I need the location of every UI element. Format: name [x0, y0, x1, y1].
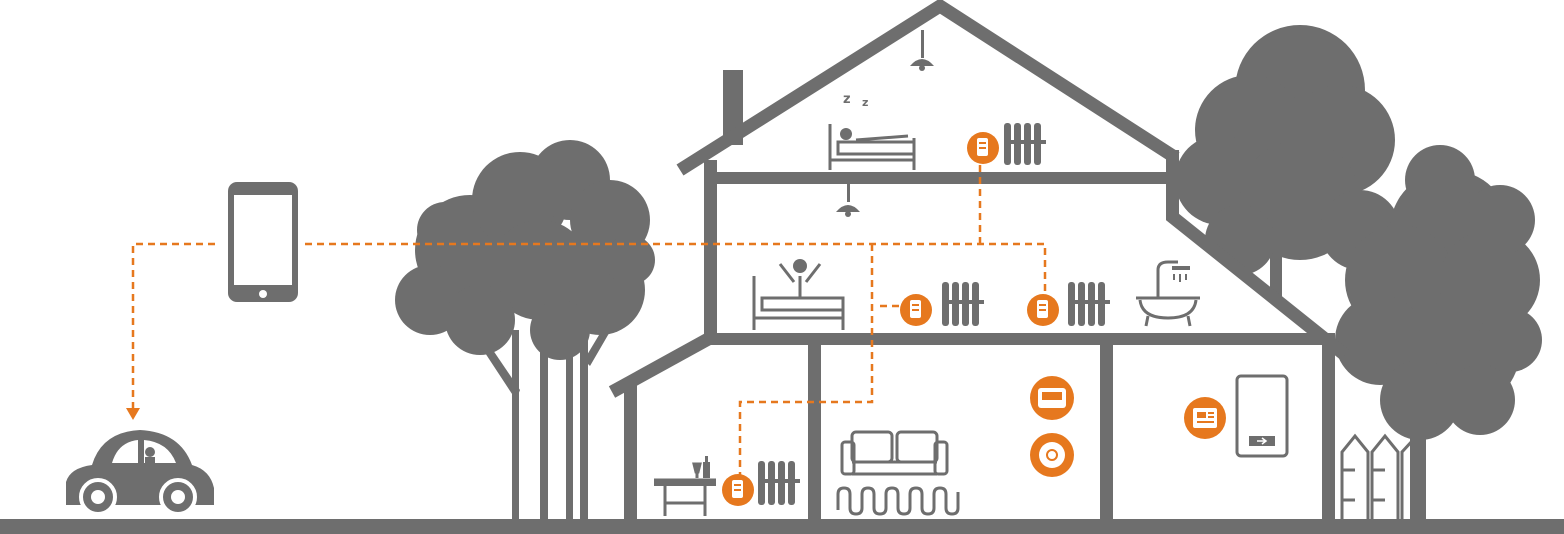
- radiator-icon: [942, 282, 984, 326]
- bathtub-shower-icon: [1136, 260, 1200, 327]
- round-sensor-icon: [1030, 433, 1074, 477]
- zzz-small-text: z: [862, 96, 868, 109]
- house-interior: [630, 12, 1330, 519]
- ceiling-lamp-icon: [836, 184, 860, 217]
- table-with-bottle-and-glass-icon: [654, 456, 716, 516]
- ceiling-lamp-icon: [910, 30, 934, 71]
- right-roof: [1165, 209, 1350, 361]
- radiator-icon: [1068, 282, 1110, 326]
- right-trees-group: [1175, 25, 1542, 520]
- boiler-icon: [1235, 374, 1289, 458]
- smartphone-icon[interactable]: [228, 182, 298, 302]
- car-with-driver-icon: [66, 430, 214, 516]
- smart-radiator-valve-icon: [967, 132, 999, 164]
- smart-radiator-valve-icon: [900, 294, 932, 326]
- radiator-icon: [1004, 123, 1046, 165]
- radiator-icon: [758, 461, 800, 505]
- attic-floor: [704, 172, 1179, 184]
- sofa-icon: [840, 430, 949, 476]
- first-floor: [704, 333, 1335, 345]
- boiler-controller-icon: [1184, 397, 1226, 439]
- zzz-large-text: z: [843, 92, 851, 107]
- underfloor-heating-icon: [836, 486, 960, 516]
- house: [608, 0, 1350, 520]
- partition-wall-1: [808, 340, 821, 520]
- left-roof: [608, 332, 714, 398]
- connection-phone-house: [305, 242, 1047, 300]
- connection-lines: [131, 165, 1047, 480]
- ground-line: [0, 519, 1564, 534]
- picket-fence-icon: [1340, 433, 1415, 519]
- left-tree-group: [395, 140, 655, 520]
- tree-icon: [395, 140, 655, 520]
- sleeping-person-bed-icon: [828, 124, 916, 170]
- upper-left-wall: [704, 160, 717, 343]
- smart-radiator-valve-icon: [722, 474, 754, 506]
- wall-thermostat-icon: [1030, 376, 1074, 420]
- lower-right-wall: [1322, 340, 1335, 520]
- upper-right-wall: [1166, 150, 1179, 220]
- waking-person-bed-icon: [752, 259, 845, 330]
- arrowhead-icon: [126, 408, 140, 420]
- partition-wall-2: [1100, 340, 1113, 520]
- connection-to-ground: [738, 244, 874, 480]
- connection-phone-car: [131, 242, 215, 408]
- lower-left-wall: [624, 385, 637, 520]
- tree-icon: [1335, 145, 1542, 520]
- smart-radiator-valve-icon: [1027, 294, 1059, 326]
- main-roof: [676, 0, 1180, 176]
